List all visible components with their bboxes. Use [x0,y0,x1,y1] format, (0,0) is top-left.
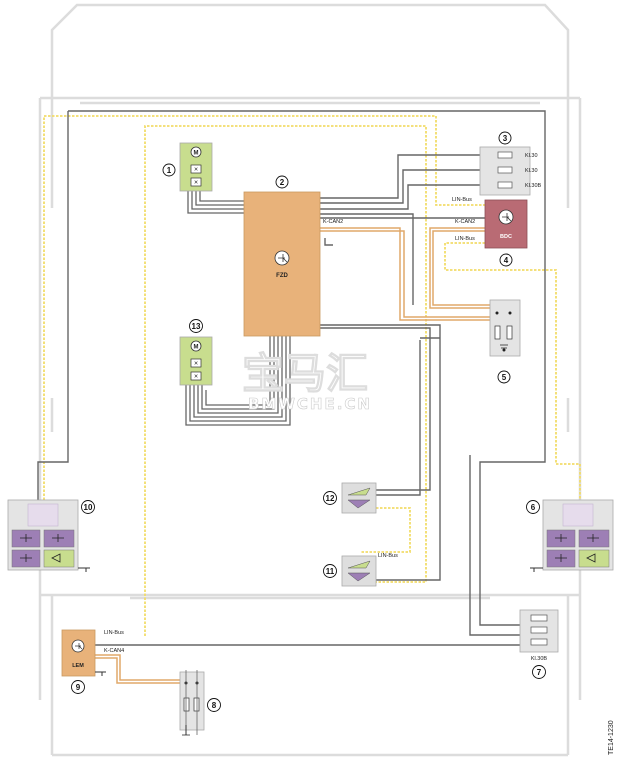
callout-4: 4 [499,253,513,267]
switch-11 [341,555,377,587]
svg-text:12: 12 [326,494,335,503]
fuse-rear-terminal: Kl.30B [531,656,548,662]
kcan2-label-fzd: K-CAN2 [323,219,343,225]
callout-2: 2 [275,175,289,189]
svg-text:3: 3 [503,134,508,143]
svg-text:M: M [194,151,199,157]
watermark-text: BMWCHE.CN [248,395,372,413]
right-light-switch-unit [530,499,614,572]
kcan-wiring [95,227,490,684]
svg-text:1: 1 [167,166,172,175]
can-terminator-front [489,299,521,357]
fzd-module: FZD [243,191,321,337]
lem-label: LEM [72,663,84,669]
lin-bus-wiring [43,115,581,636]
left-light-switch-unit [7,499,90,572]
callout-9: 9 [71,680,85,694]
fuse-terminal-2: Kl.30 [525,168,538,174]
callout-5: 5 [497,370,511,384]
fuse-box-front: Kl.30 Kl.30 Kl.30B [479,146,542,196]
callout-11: 11 [323,564,337,578]
can-terminator-rear [179,670,205,736]
kcan2-label-bdc: K-CAN2 [455,219,475,225]
sunroof-motor-unit: M × × [179,142,213,192]
lin-bus-label-lem: LIN-Bus [104,630,124,636]
fzd-label: FZD [276,273,288,279]
fuse-terminal-3: Kl.30B [525,183,542,189]
lin-bus-label-bdc-top: LIN-Bus [452,197,472,203]
lem-module: LEM [61,629,106,677]
svg-text:×: × [194,167,198,174]
svg-text:M: M [194,345,199,351]
roller-blind-motor-unit: M × × [179,336,213,386]
svg-text:4: 4 [504,256,509,265]
svg-text:11: 11 [326,567,335,576]
svg-text:×: × [194,374,198,381]
svg-text:8: 8 [212,701,217,710]
svg-text:9: 9 [76,683,81,692]
svg-text:宝马汇: 宝马汇 [242,349,368,398]
bdc-label: BDC [500,234,512,240]
callout-6: 6 [526,500,540,514]
svg-text:7: 7 [537,668,542,677]
motor13-wiring [185,335,291,426]
bdc-module: BDC [484,199,528,249]
vehicle-body-outline [38,3,582,757]
fuse-terminal-1: Kl.30 [525,153,538,159]
switch-12 [341,482,377,514]
callout-8: 8 [207,698,221,712]
fuse-box-rear: Kl.30B [519,609,559,662]
kcan4-label-lem: K-CAN4 [104,648,124,654]
callout-13: 13 [189,319,203,333]
callout-10: 10 [81,500,95,514]
watermark: 宝马汇 BMWCHE.CN [241,349,372,414]
svg-text:5: 5 [502,373,507,382]
callout-3: 3 [498,131,512,145]
callout-12: 12 [323,491,337,505]
lin-bus-label-switch: LIN-Bus [378,553,398,559]
svg-text:×: × [194,361,198,368]
svg-text:6: 6 [531,503,536,512]
svg-text:2: 2 [280,178,285,187]
callout-1: 1 [162,163,176,177]
svg-text:10: 10 [84,503,93,512]
svg-text:×: × [194,180,198,187]
callout-7: 7 [532,665,546,679]
lin-bus-label-bdc-bottom: LIN-Bus [455,236,475,242]
figure-id: TE14-1230 [608,720,615,755]
svg-text:13: 13 [192,322,201,331]
